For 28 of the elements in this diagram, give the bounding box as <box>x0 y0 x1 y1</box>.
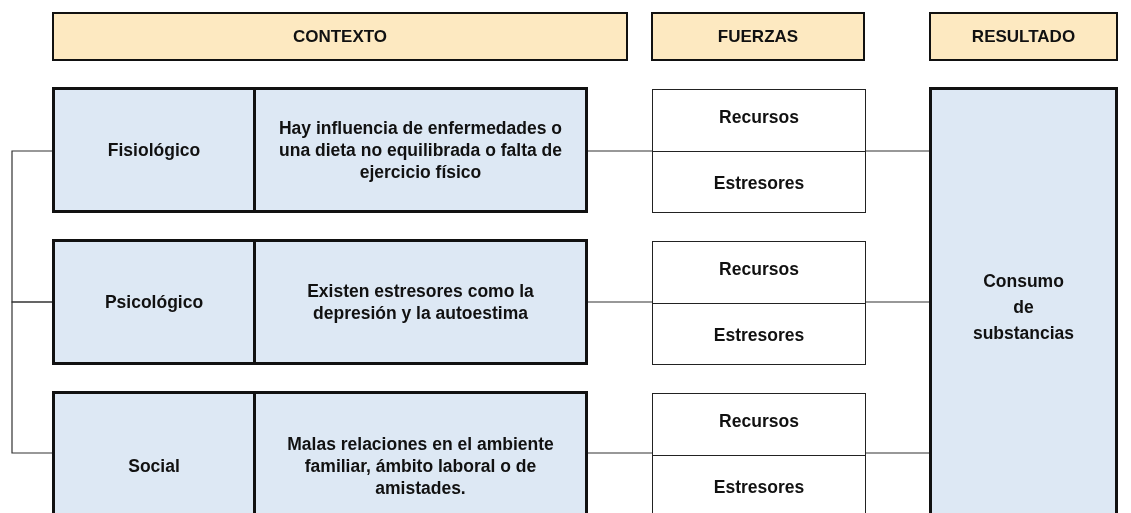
header-box: FUERZAS <box>651 12 865 61</box>
result-label: Consumo de substancias <box>972 270 1075 345</box>
result-box <box>929 87 1118 513</box>
category-box: Social <box>52 391 256 513</box>
force-label: Recursos <box>719 410 799 432</box>
connector-line <box>11 301 53 454</box>
connector-line <box>587 452 653 454</box>
force-label: Estresores <box>713 325 805 347</box>
connector-line <box>587 150 653 152</box>
description-box: Malas relaciones en el ambiente familiar, ámbito laboral o de amistades. <box>256 391 588 513</box>
header-box: RESULTADO <box>929 12 1118 61</box>
force-label: Estresores <box>713 173 805 195</box>
force-box <box>652 89 866 213</box>
category-box: Fisiológico <box>52 87 256 213</box>
connector-line <box>865 301 930 303</box>
force-box <box>652 241 866 365</box>
connector-line <box>865 150 930 152</box>
force-box <box>652 393 866 513</box>
force-label: Recursos <box>719 258 799 280</box>
description-box: Existen estresores como la depresión y la autoestima <box>256 239 588 365</box>
connector-line <box>11 150 53 303</box>
description-box: Hay influencia de enfermedades o una dieta no equilibrada o falta de ejercicio físico <box>256 87 588 213</box>
category-box: Psicológico <box>52 239 256 365</box>
header-box: CONTEXTO <box>52 12 628 61</box>
force-label: Recursos <box>719 106 799 128</box>
connector-line <box>865 452 930 454</box>
force-label: Estresores <box>713 477 805 499</box>
connector-line <box>587 301 653 303</box>
